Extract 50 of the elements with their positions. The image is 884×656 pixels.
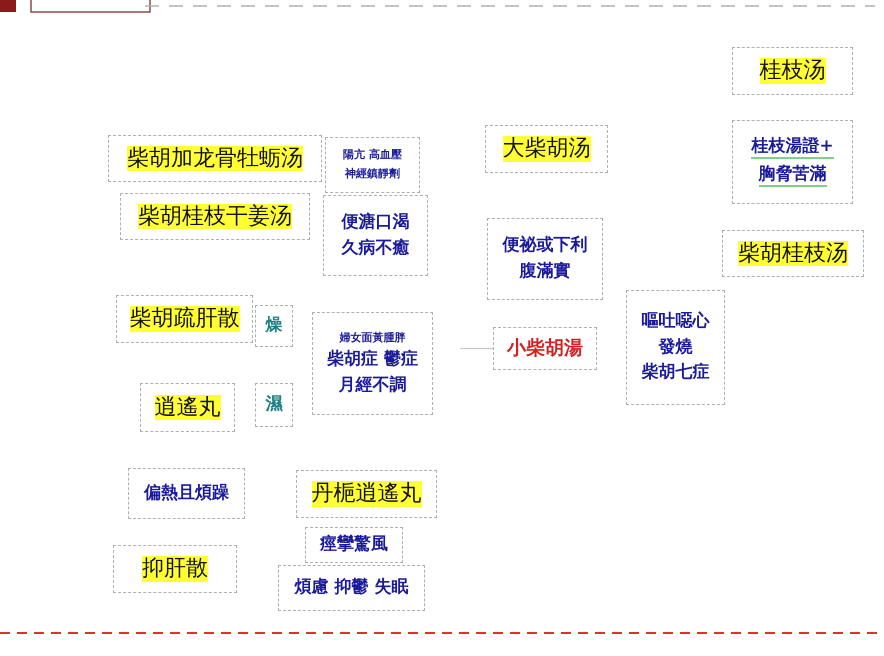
dashed-box xyxy=(296,470,437,518)
dashed-box xyxy=(722,230,864,277)
formula-label: 大柴胡汤 xyxy=(502,136,590,162)
symptom-text: 月經不調 xyxy=(338,376,406,396)
symptom-text: 便祕或下利 xyxy=(502,236,588,256)
dashed-box xyxy=(325,137,420,193)
dashed-box xyxy=(493,327,597,370)
dashed-box xyxy=(255,305,293,347)
symptom-text: 腹滿實 xyxy=(520,262,570,282)
symptom-text: 神經鎮靜劑 xyxy=(345,168,400,181)
symptom-text: 便溏口渴 xyxy=(342,212,410,232)
symptom-text: 桂枝湯證+ xyxy=(751,137,834,159)
symptom-text: 柴胡症 鬱症 xyxy=(327,350,418,370)
formula-label: 抑肝散 xyxy=(142,556,208,582)
dashed-box xyxy=(323,195,428,276)
formula-label: 丹梔逍遙丸 xyxy=(312,481,422,507)
symptom-text: 燥 xyxy=(266,316,282,336)
dashed-box xyxy=(108,135,322,182)
dashed-box xyxy=(113,545,237,593)
dashed-box xyxy=(485,125,608,173)
dashed-box xyxy=(487,218,603,300)
formula-label: 柴胡疏肝散 xyxy=(130,306,240,332)
dashed-box xyxy=(278,565,425,611)
dashed-box xyxy=(140,383,235,432)
dashed-box xyxy=(116,295,253,343)
dashed-box xyxy=(312,312,433,415)
symptom-text: 痙攣驚風 xyxy=(320,535,388,555)
symptom-text: 婦女面黃腫胖 xyxy=(340,332,406,344)
formula-label: 柴胡桂枝干姜汤 xyxy=(138,204,292,230)
formula-label: 柴胡加龙骨牡蛎汤 xyxy=(127,146,303,172)
dashed-box xyxy=(626,290,725,405)
dashed-box xyxy=(128,468,245,519)
dashed-box xyxy=(732,47,853,95)
symptom-text: 柴胡七症 xyxy=(642,363,710,383)
symptom-text: 小柴胡湯 xyxy=(507,338,583,360)
symptom-text: 久病不癒 xyxy=(342,238,410,258)
dashed-box xyxy=(305,527,403,563)
dashed-box xyxy=(120,193,310,240)
symptom-text: 胸脅苦滿 xyxy=(758,165,826,187)
symptom-text: 嘔吐噁心 xyxy=(642,312,710,332)
dashed-box xyxy=(732,120,853,204)
symptom-text: 陽亢 高血壓 xyxy=(343,149,402,162)
symptom-text: 煩慮 抑鬱 失眠 xyxy=(294,578,408,598)
formula-label: 逍遙丸 xyxy=(154,394,220,420)
formula-label: 柴胡桂枝汤 xyxy=(738,240,848,266)
symptom-text: 偏熱且煩躁 xyxy=(144,484,229,504)
symptom-text: 發燒 xyxy=(658,338,692,358)
connector-line xyxy=(460,348,493,350)
symptom-text: 濕 xyxy=(266,395,282,415)
dashed-box xyxy=(255,383,293,427)
